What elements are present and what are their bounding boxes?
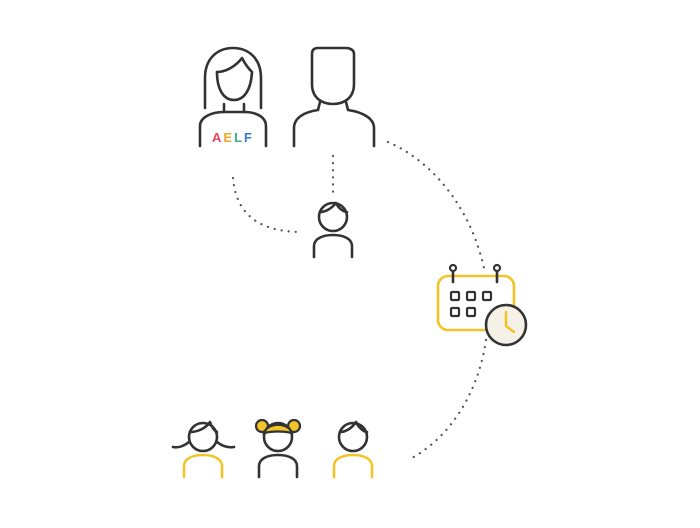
clock-icon xyxy=(484,303,528,347)
girl-pigtails-icon xyxy=(254,418,302,479)
calendar-grid xyxy=(449,290,493,318)
shirt-logo-letter: A xyxy=(212,130,223,145)
shirt-logo-text: AELF xyxy=(212,130,254,145)
man-icon xyxy=(292,46,376,148)
connector-lines xyxy=(231,140,488,462)
child-icon xyxy=(332,420,374,479)
shirt-logo-letter: L xyxy=(234,130,244,145)
calendar-icon xyxy=(436,263,516,332)
shirt-logo-letter: F xyxy=(244,130,254,145)
girl-icon xyxy=(171,420,236,479)
boy-icon xyxy=(312,201,354,259)
woman-icon: AELF xyxy=(198,46,268,148)
connector-man-calendar xyxy=(386,140,486,270)
connector-calendar-kids xyxy=(406,338,488,462)
shirt-logo-letter: E xyxy=(223,130,234,145)
connector-woman-child xyxy=(231,176,304,234)
